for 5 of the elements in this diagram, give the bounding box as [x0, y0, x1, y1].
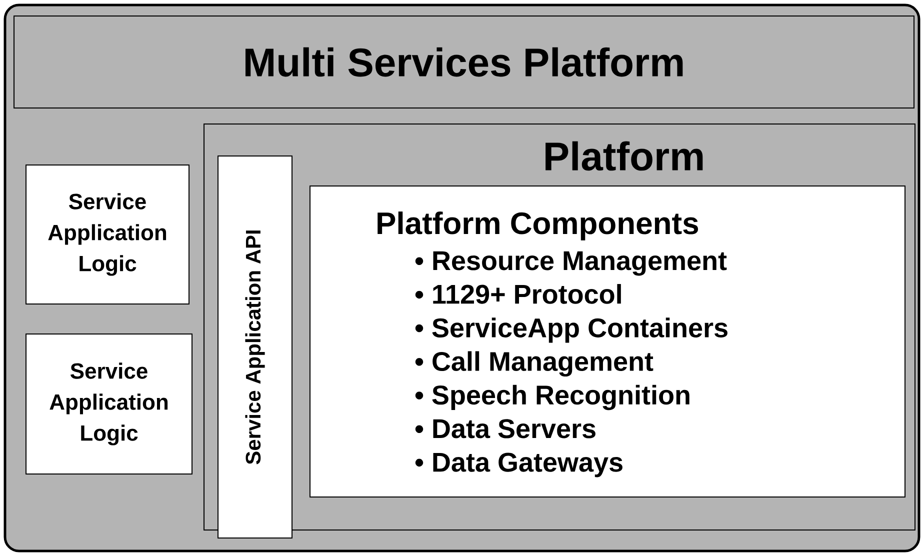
- logic-box: Service Application Logic: [26, 164, 190, 304]
- logic-box: Service Application Logic: [26, 334, 192, 474]
- title-band: Multi Services Platform: [14, 16, 914, 108]
- api-box: Service Application API: [218, 156, 292, 538]
- components-box: Platform Components • Resource Management • 1129+ Protocol • ServiceApp Containers • Call Management • Speech Recognition • Data Servers • Data Gateways: [310, 186, 906, 498]
